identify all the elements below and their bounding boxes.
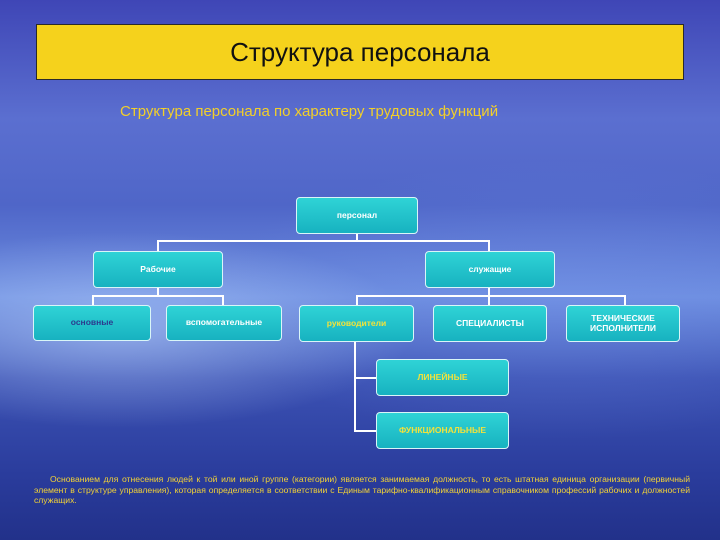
- node-technical-staff: ТЕХНИЧЕСКИЕ ИСПОЛНИТЕЛИ: [566, 305, 680, 342]
- connector-workers-up: [157, 240, 159, 252]
- subtitle: Структура персонала по характеру трудовы…: [120, 103, 499, 120]
- page-title: Структура персонала: [230, 36, 490, 67]
- node-main-workers: основные: [33, 305, 151, 341]
- node-line-managers: ЛИНЕЙНЫЕ: [376, 359, 509, 396]
- connector-workers-down: [157, 287, 159, 296]
- connector-technical-up: [624, 295, 626, 306]
- footnote: Основанием для отнесения людей к той или…: [34, 474, 690, 505]
- connector-managers-down: [354, 342, 356, 431]
- connector-aux-up: [222, 295, 224, 306]
- connector-workers-bar: [92, 295, 224, 297]
- node-workers: Рабочие: [93, 251, 223, 288]
- node-auxiliary-workers: вспомогательные: [166, 305, 282, 341]
- node-functional-managers: ФУНКЦИОНАЛЬНЫЕ: [376, 412, 509, 449]
- node-personnel: персонал: [296, 197, 418, 234]
- title-banner: Структура персонала: [36, 24, 684, 80]
- connector-specialists-up: [488, 295, 490, 306]
- connector-main-up: [92, 295, 94, 306]
- connector-employees-up: [488, 240, 490, 252]
- node-employees: служащие: [425, 251, 555, 288]
- connector-root-down: [356, 233, 358, 241]
- connector-employees-bar: [356, 295, 626, 297]
- connector-level1-bar: [157, 240, 490, 242]
- connector-line-branch: [354, 377, 376, 379]
- node-specialists: СПЕЦИАЛИСТЫ: [433, 305, 547, 342]
- connector-functional-branch: [354, 430, 376, 432]
- node-managers: руководители: [299, 305, 414, 342]
- connector-employees-down: [488, 287, 490, 296]
- connector-managers-up: [356, 295, 358, 306]
